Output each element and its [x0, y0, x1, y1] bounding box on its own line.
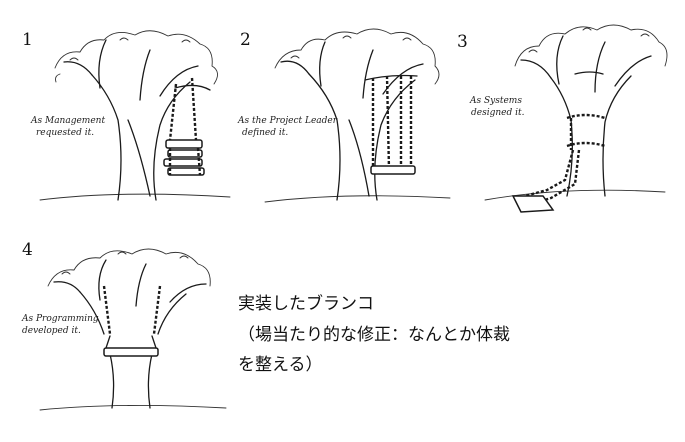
panel-caption-1-line2: requested it. — [36, 128, 95, 138]
tree-swing-illustration-1 — [39, 30, 231, 201]
panel-caption-4-line2: developed it. — [22, 326, 81, 336]
tree-swing-illustration-2 — [264, 28, 451, 203]
japanese-annotation-line1: 実装したブランコ — [238, 294, 374, 314]
panel-caption-2-line1: As the Project Leader — [238, 116, 338, 126]
panel-caption-3-line2: designed it. — [471, 108, 525, 118]
panel-caption-4-line1: As Programming — [22, 314, 99, 324]
japanese-annotation-line3: を整える） — [238, 355, 323, 375]
panel-number-2: 2 — [240, 30, 251, 50]
japanese-annotation-line2: （場当たり的な修正：なんとか体裁 — [238, 325, 510, 345]
panel-number-3: 3 — [457, 32, 468, 52]
tree-swing-illustration-3 — [484, 24, 668, 213]
panel-number-1: 1 — [22, 30, 33, 50]
panel-caption-1-line1: As Management — [31, 116, 106, 126]
panel-caption-3-line1: As Systems — [470, 96, 522, 106]
panel-caption-2-line2: defined it. — [242, 128, 289, 138]
tree-swing-illustration-4 — [39, 248, 227, 411]
panel-number-4: 4 — [22, 240, 33, 260]
